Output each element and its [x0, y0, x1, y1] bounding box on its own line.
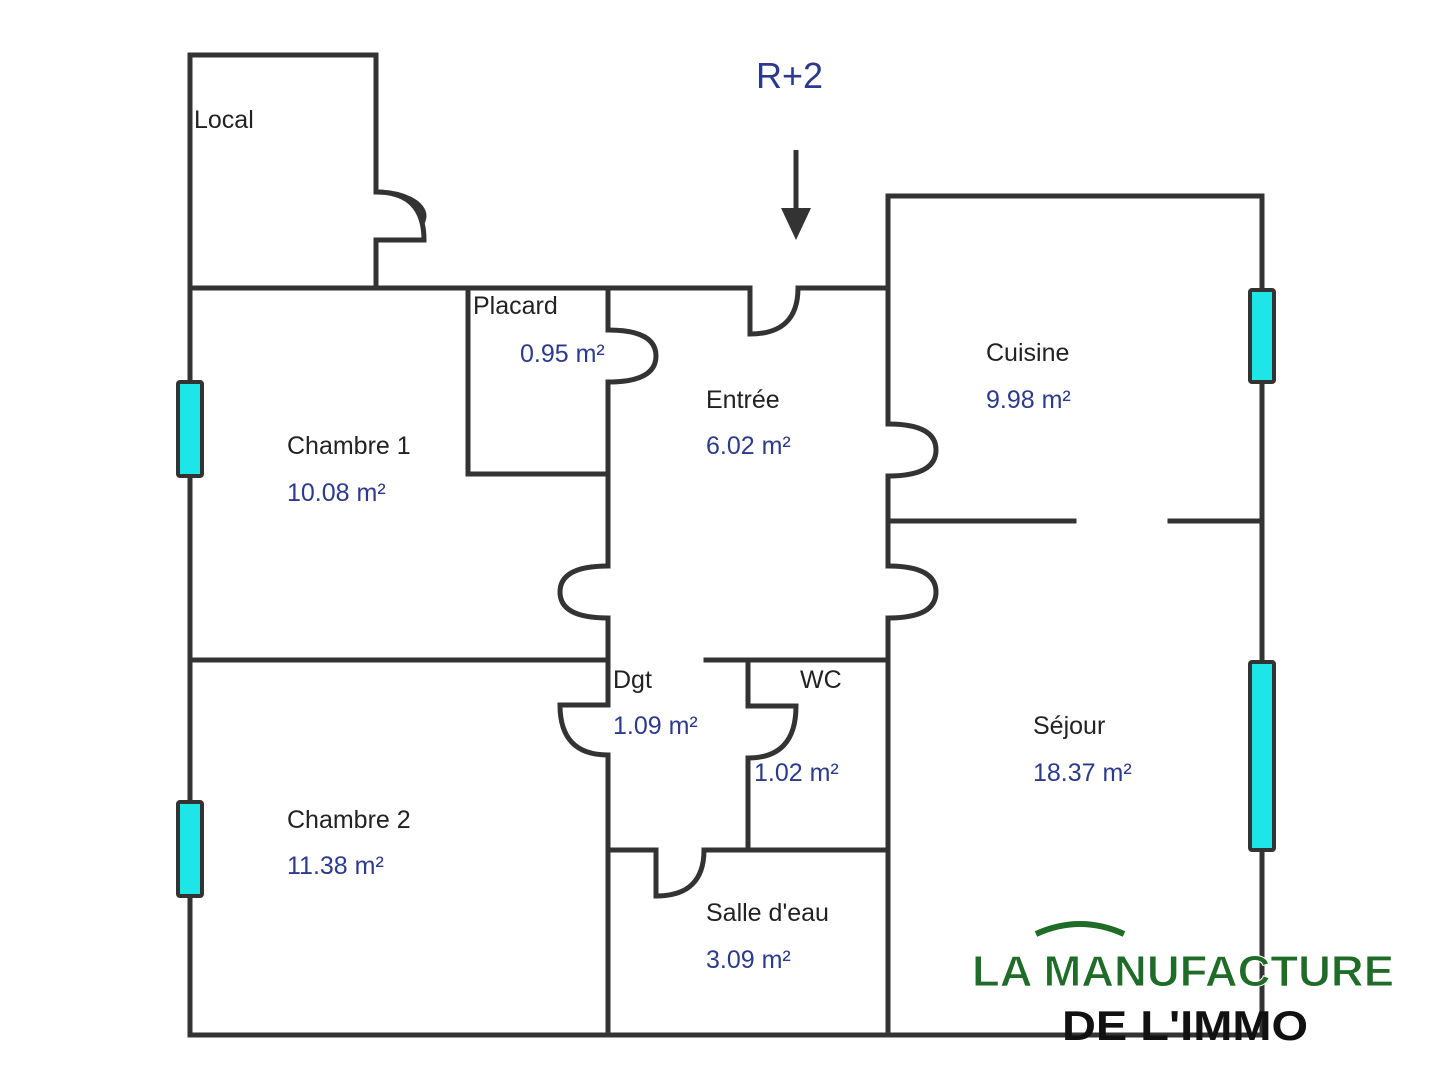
room-name-local: Local — [194, 106, 254, 134]
logo-line2: DE L'IMMO — [1062, 1002, 1308, 1049]
room-name-entree: Entrée — [706, 386, 780, 414]
door-chambre1 — [557, 563, 609, 621]
room-name-chambre1: Chambre 1 — [287, 432, 411, 460]
room-name-salle-eau: Salle d'eau — [706, 899, 829, 927]
room-name-sejour: Séjour — [1033, 712, 1105, 740]
room-area-entree: 6.02 m² — [706, 432, 791, 460]
window-cuisine — [1248, 288, 1276, 384]
room-area-wc: 1.02 m² — [754, 759, 839, 787]
room-name-placard: Placard — [473, 292, 558, 320]
door-local-arc — [375, 189, 427, 243]
doors — [375, 189, 939, 899]
company-logo: LA MANUFACTURE DE L'IMMO — [972, 921, 1395, 1049]
room-name-wc: WC — [800, 666, 842, 694]
room-area-salle-eau: 3.09 m² — [706, 946, 791, 974]
room-area-dgt: 1.09 m² — [613, 712, 698, 740]
window-chambre1 — [176, 380, 204, 478]
room-area-chambre2: 11.38 m² — [287, 852, 384, 880]
window-sejour — [1248, 660, 1276, 852]
door-chambre2 — [557, 702, 609, 758]
room-area-chambre1: 10.08 m² — [287, 479, 386, 507]
door-entrance — [747, 287, 801, 337]
room-name-chambre2: Chambre 2 — [287, 806, 411, 834]
entrance-arrow-icon — [781, 150, 811, 240]
room-area-placard: 0.95 m² — [520, 340, 605, 368]
level-label: R+2 — [756, 55, 823, 96]
logo-roof-icon — [1034, 921, 1126, 937]
door-sejour — [887, 563, 939, 621]
logo-line1: LA MANUFACTURE — [972, 947, 1394, 996]
door-salle-eau — [653, 849, 707, 899]
door-wc — [747, 703, 799, 761]
room-name-cuisine: Cuisine — [986, 339, 1069, 367]
walls — [187, 52, 1265, 1038]
room-area-sejour: 18.37 m² — [1033, 759, 1132, 787]
window-chambre2 — [176, 800, 204, 898]
room-name-dgt: Dgt — [613, 666, 652, 694]
door-cuisine — [887, 421, 939, 479]
door-placard — [607, 327, 659, 385]
windows — [176, 288, 1276, 898]
room-area-cuisine: 9.98 m² — [986, 386, 1071, 414]
